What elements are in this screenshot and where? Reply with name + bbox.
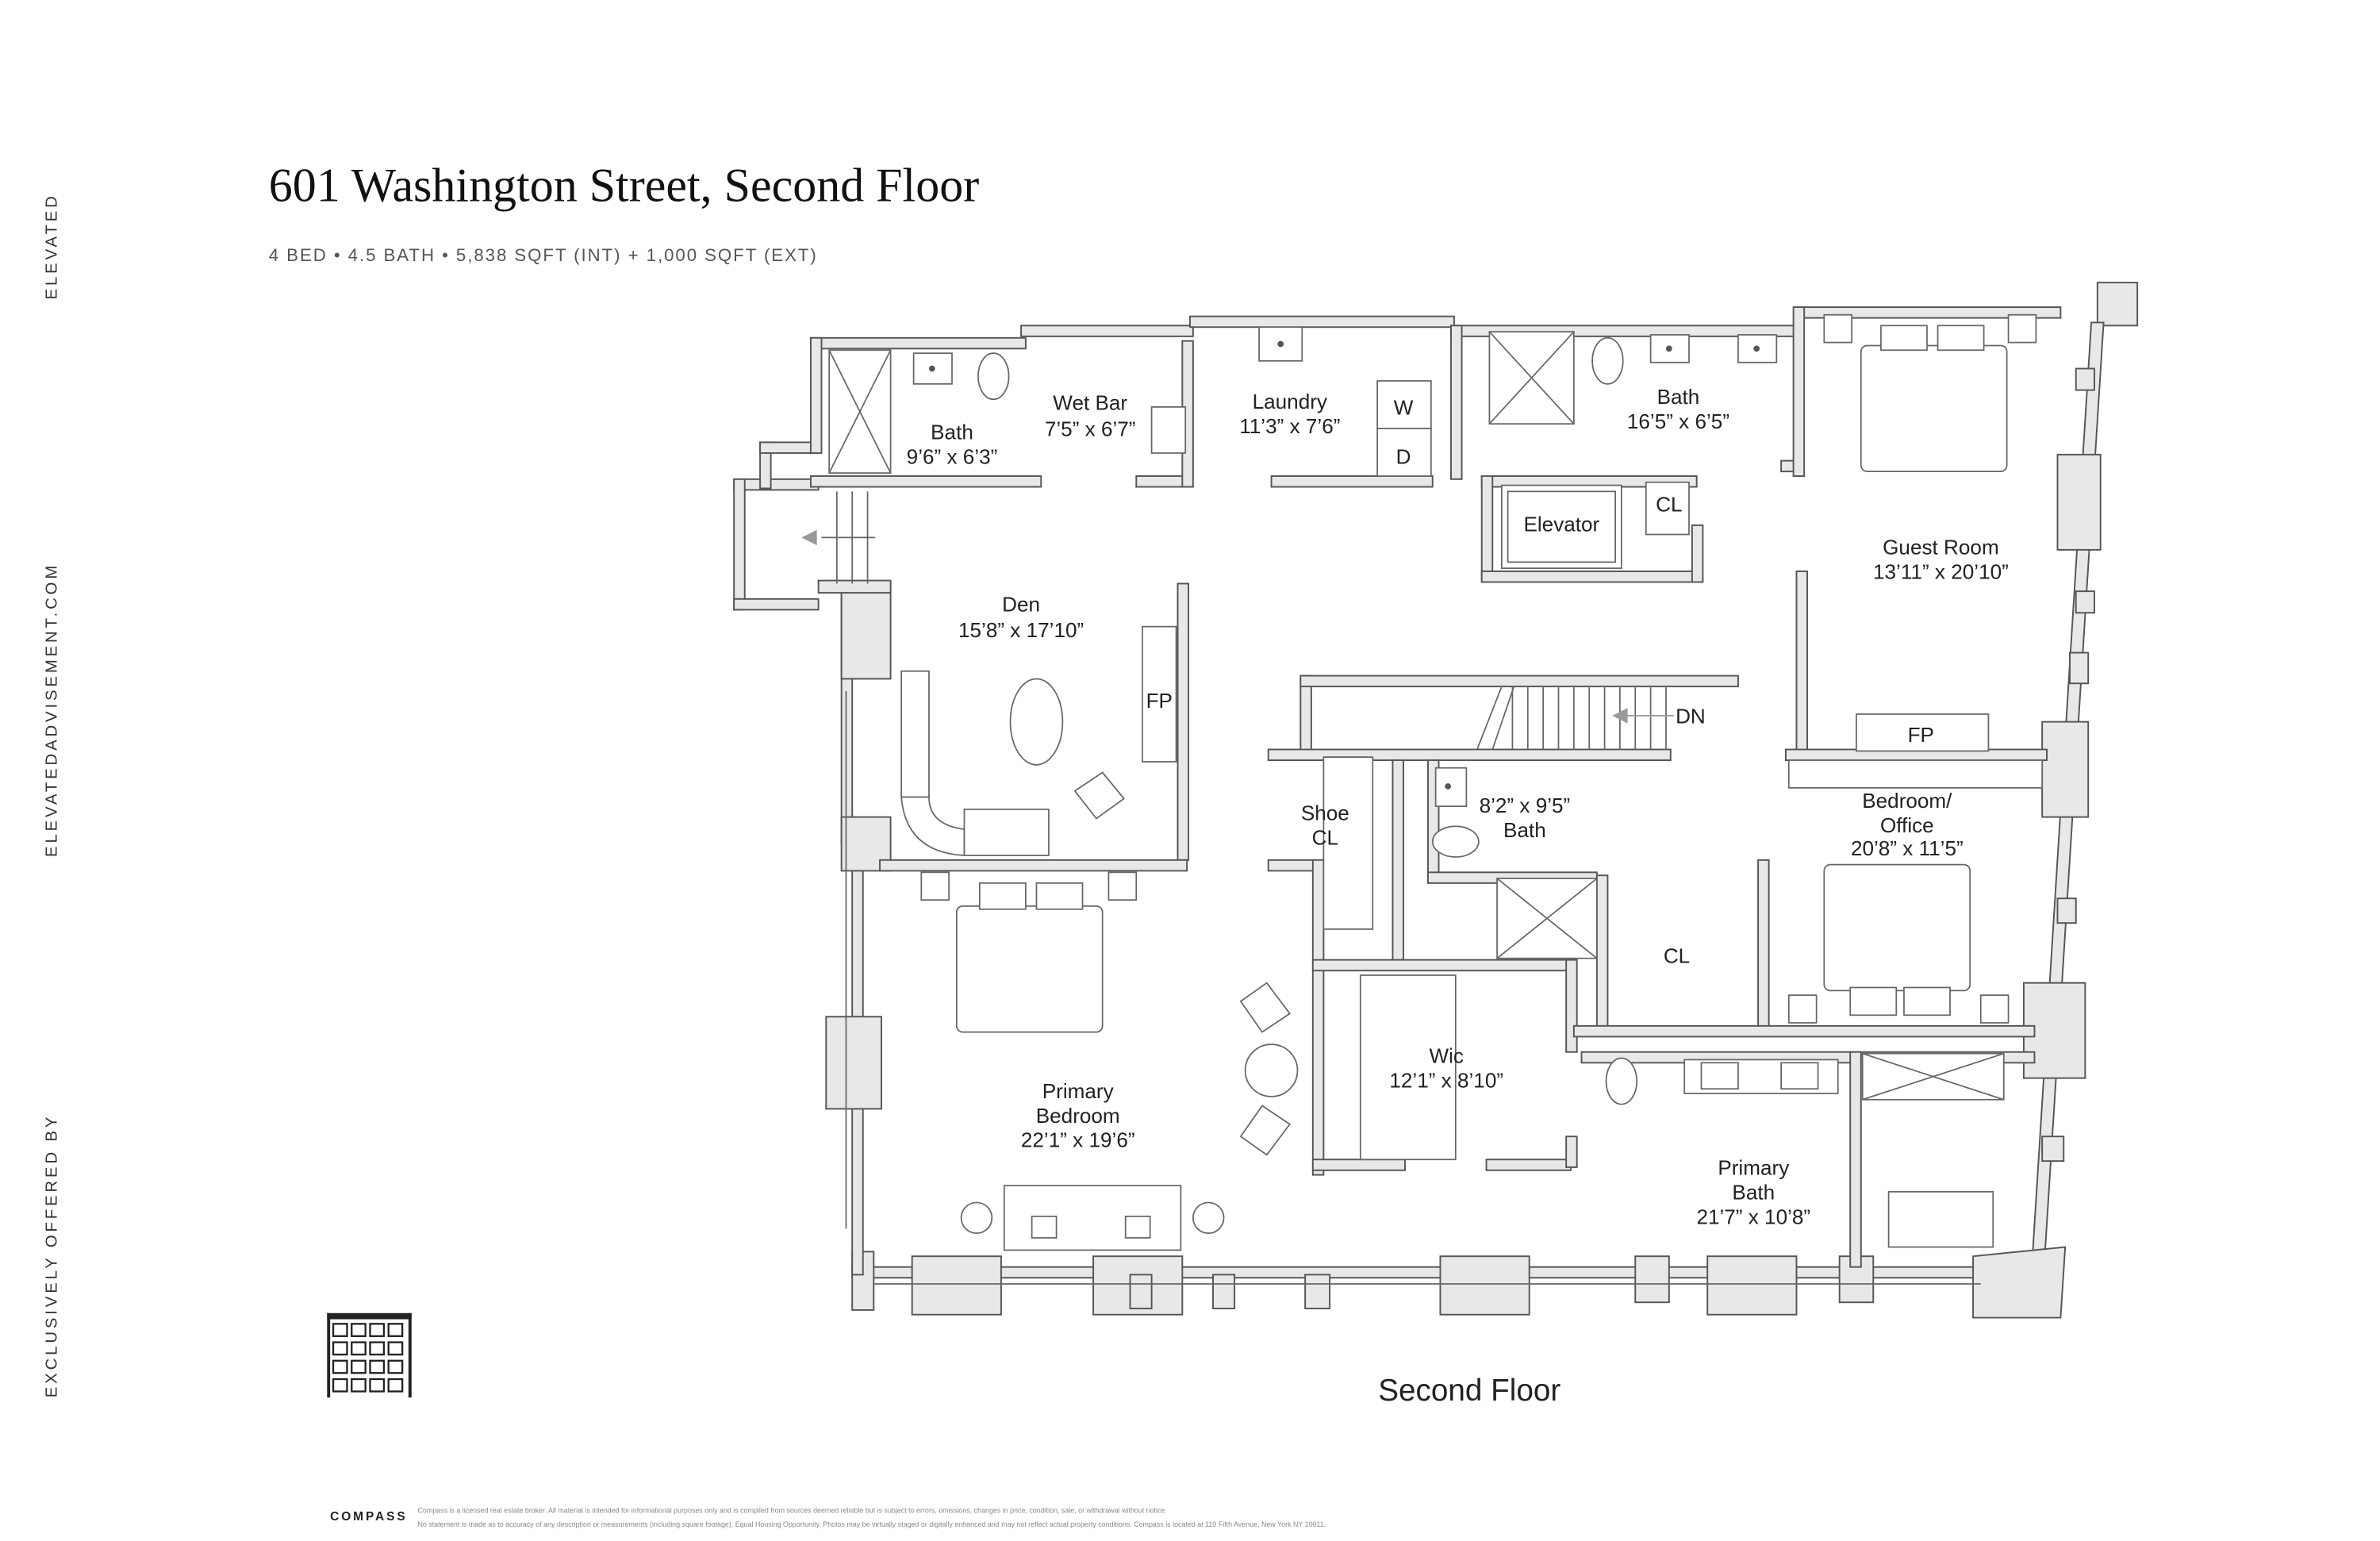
- room-primary-bath-line2: Bath: [1732, 1181, 1775, 1205]
- shoe-closet-line1: Shoe: [1301, 801, 1349, 825]
- stairs-down-label: DN: [1676, 705, 1706, 728]
- floor-label: Second Floor: [1378, 1374, 1560, 1408]
- room-wetbar-dims: 7’5” x 6’7”: [1045, 417, 1136, 441]
- fixtures: [801, 313, 2044, 1285]
- room-bedroom-office-line2: Office: [1880, 813, 1934, 837]
- compass-logo: COMPASS: [330, 1510, 407, 1524]
- legal-disclaimer-1: Compass is a licensed real estate broker…: [417, 1506, 1166, 1514]
- room-primary-bath-line1: Primary: [1718, 1156, 1789, 1180]
- room-bath-2-name: Bath: [1657, 385, 1700, 409]
- room-laundry-name: Laundry: [1253, 390, 1327, 413]
- room-bath-1-dims: 9’6” x 6’3”: [907, 444, 998, 468]
- room-primary-bedroom-dims: 22’1” x 19’6”: [1021, 1128, 1135, 1152]
- elevator-label: Elevator: [1523, 513, 1599, 536]
- dryer-label: D: [1396, 444, 1411, 468]
- room-bedroom-office-line1: Bedroom/: [1862, 789, 1952, 813]
- offered-by-vertical: EXCLUSIVELY OFFERED BY: [44, 1114, 61, 1398]
- property-summary: 4 BED • 4.5 BATH • 5,838 SQFT (INT) + 1,…: [269, 245, 818, 265]
- room-bath-3-dims: 8’2” x 9’5”: [1480, 794, 1571, 817]
- room-guest-dims: 13’11” x 20’10”: [1873, 560, 2009, 584]
- room-wic-name: Wic: [1429, 1043, 1464, 1067]
- room-wic-dims: 12’1” x 8’10”: [1389, 1068, 1503, 1092]
- shoe-closet-line2: CL: [1312, 825, 1338, 849]
- room-primary-bath-dims: 21’7” x 10’8”: [1696, 1205, 1810, 1229]
- room-guest-name: Guest Room: [1883, 536, 1999, 559]
- room-bath-2-dims: 16’5” x 6’5”: [1627, 409, 1729, 433]
- room-laundry-dims: 11’3” x 7’6”: [1239, 414, 1340, 438]
- room-den-dims: 15’8” x 17’10”: [958, 618, 1084, 642]
- washer-label: W: [1394, 396, 1414, 420]
- room-primary-bedroom-line2: Bedroom: [1036, 1104, 1120, 1128]
- room-bath-3-name: Bath: [1503, 818, 1546, 842]
- fireplace-2-label: FP: [1908, 723, 1934, 747]
- room-labels: Bath 9’6” x 6’3” Wet Bar 7’5” x 6’7” Lau…: [907, 385, 2009, 1229]
- closet-2-label: CL: [1664, 944, 1690, 968]
- room-primary-bedroom-line1: Primary: [1042, 1079, 1114, 1103]
- room-bath-1-name: Bath: [931, 421, 973, 444]
- website-vertical: ELEVATEDADVISEMENT.COM: [44, 563, 61, 857]
- room-den-name: Den: [1002, 592, 1040, 616]
- legal-disclaimer-2: No statement is made as to accuracy of a…: [417, 1520, 1326, 1528]
- room-wetbar-name: Wet Bar: [1053, 391, 1127, 415]
- brand-vertical: ELEVATED: [44, 193, 61, 299]
- room-bedroom-office-dims: 20’8” x 11’5”: [1851, 836, 1964, 860]
- page-title: 601 Washington Street, Second Floor: [269, 159, 979, 212]
- fireplace-1-label: FP: [1146, 689, 1173, 713]
- building-logo-icon: [327, 1312, 412, 1398]
- closet-1-label: CL: [1656, 492, 1682, 516]
